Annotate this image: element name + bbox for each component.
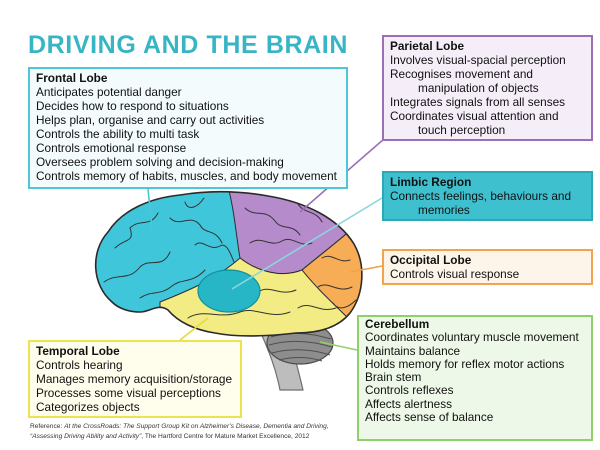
frontal-lobe-box: Frontal Lobe Anticipates potential dange… [28,67,348,189]
page-title: DRIVING AND THE BRAIN [28,31,349,59]
cerebellum-function: Coordinates voluntary muscle movement [365,330,579,345]
occipital-lobe-connector [349,265,383,273]
cerebellum-heading: Cerebellum [365,317,430,331]
parietal-lobe-box: Parietal Lobe Involves visual-spacial pe… [382,35,593,141]
reference-line-1: Reference: At the CrossRoads: The Suppor… [30,422,329,432]
cerebellum-function: Brain stem [365,370,422,385]
reference-article: “Assessing Driving Ability and Activity” [30,433,142,440]
parietal-lobe-function: Integrates signals from all senses [390,95,566,109]
frontal-lobe-function: Oversees problem solving and decision-ma… [36,155,284,169]
frontal-lobe-function: Decides how to respond to situations [36,99,229,113]
frontal-lobe-function: Controls memory of habits, muscles, and … [36,169,337,183]
occipital-lobe-box: Occipital Lobe Controls visual response [382,249,593,285]
temporal-lobe-heading: Temporal Lobe [36,344,120,358]
parietal-lobe-heading: Parietal Lobe [390,39,465,53]
temporal-lobe-connector [179,317,209,341]
cerebellum-function: Affects sense of balance [365,410,494,425]
limbic-region-connector [231,197,383,290]
limbic-region-function-continued: memories [418,203,470,217]
reference-note: Reference: At the CrossRoads: The Suppor… [30,422,329,442]
parietal-lobe-function: Involves visual-spacial perception [390,53,566,67]
reference-label: Reference: [30,423,65,430]
parietal-lobe-function: Coordinates visual attention and [390,109,559,123]
temporal-lobe-function: Categorizes objects [36,400,140,414]
temporal-lobe-box: Temporal Lobe Controls hearing Manages m… [28,340,242,418]
limbic-region-oval [197,269,261,313]
occipital-lobe-heading: Occipital Lobe [390,253,472,267]
limbic-region-function: Connects feelings, behaviours and [390,189,572,203]
temporal-lobe-function: Controls hearing [36,358,123,372]
cerebellum-function: Affects alertness [365,396,452,411]
frontal-lobe-connector [147,188,153,229]
cerebellum-function: Holds memory for reflex motor actions [365,356,565,371]
frontal-lobe-function: Anticipates potential danger [36,85,182,99]
reference-publisher: , The Hartford Centre for Mature Market … [141,433,310,440]
parietal-lobe-function: Recognises movement and [390,67,533,81]
brain-folds [103,197,357,319]
frontal-lobe-function: Helps plan, organise and carry out activ… [36,113,265,127]
frontal-lobe-function: Controls the ability to multi task [36,127,200,141]
reference-line-2: “Assessing Driving Ability and Activity”… [30,432,329,442]
temporal-lobe-function: Manages memory acquisition/storage [36,372,233,386]
frontal-lobe-heading: Frontal Lobe [36,71,108,85]
occipital-lobe-function: Controls visual response [390,267,520,281]
limbic-region-heading: Limbic Region [390,175,472,189]
cerebellum-connector [319,341,358,351]
parietal-lobe-function-continued: manipulation of objects [418,81,539,95]
cerebellum-function: Maintains balance [365,343,461,358]
cerebellum-function: Controls reflexes [365,383,454,398]
frontal-lobe-function: Controls emotional response [36,141,187,155]
brain-outline [94,190,363,337]
limbic-region-box: Limbic Region Connects feelings, behavio… [382,171,593,221]
temporal-lobe-function: Processes some visual perceptions [36,386,221,400]
cerebellum-box: Cerebellum Coordinates voluntary muscle … [357,315,593,441]
parietal-lobe-function-continued: touch perception [418,123,506,137]
reference-source: At the CrossRoads: The Support Group Kit… [64,423,329,430]
